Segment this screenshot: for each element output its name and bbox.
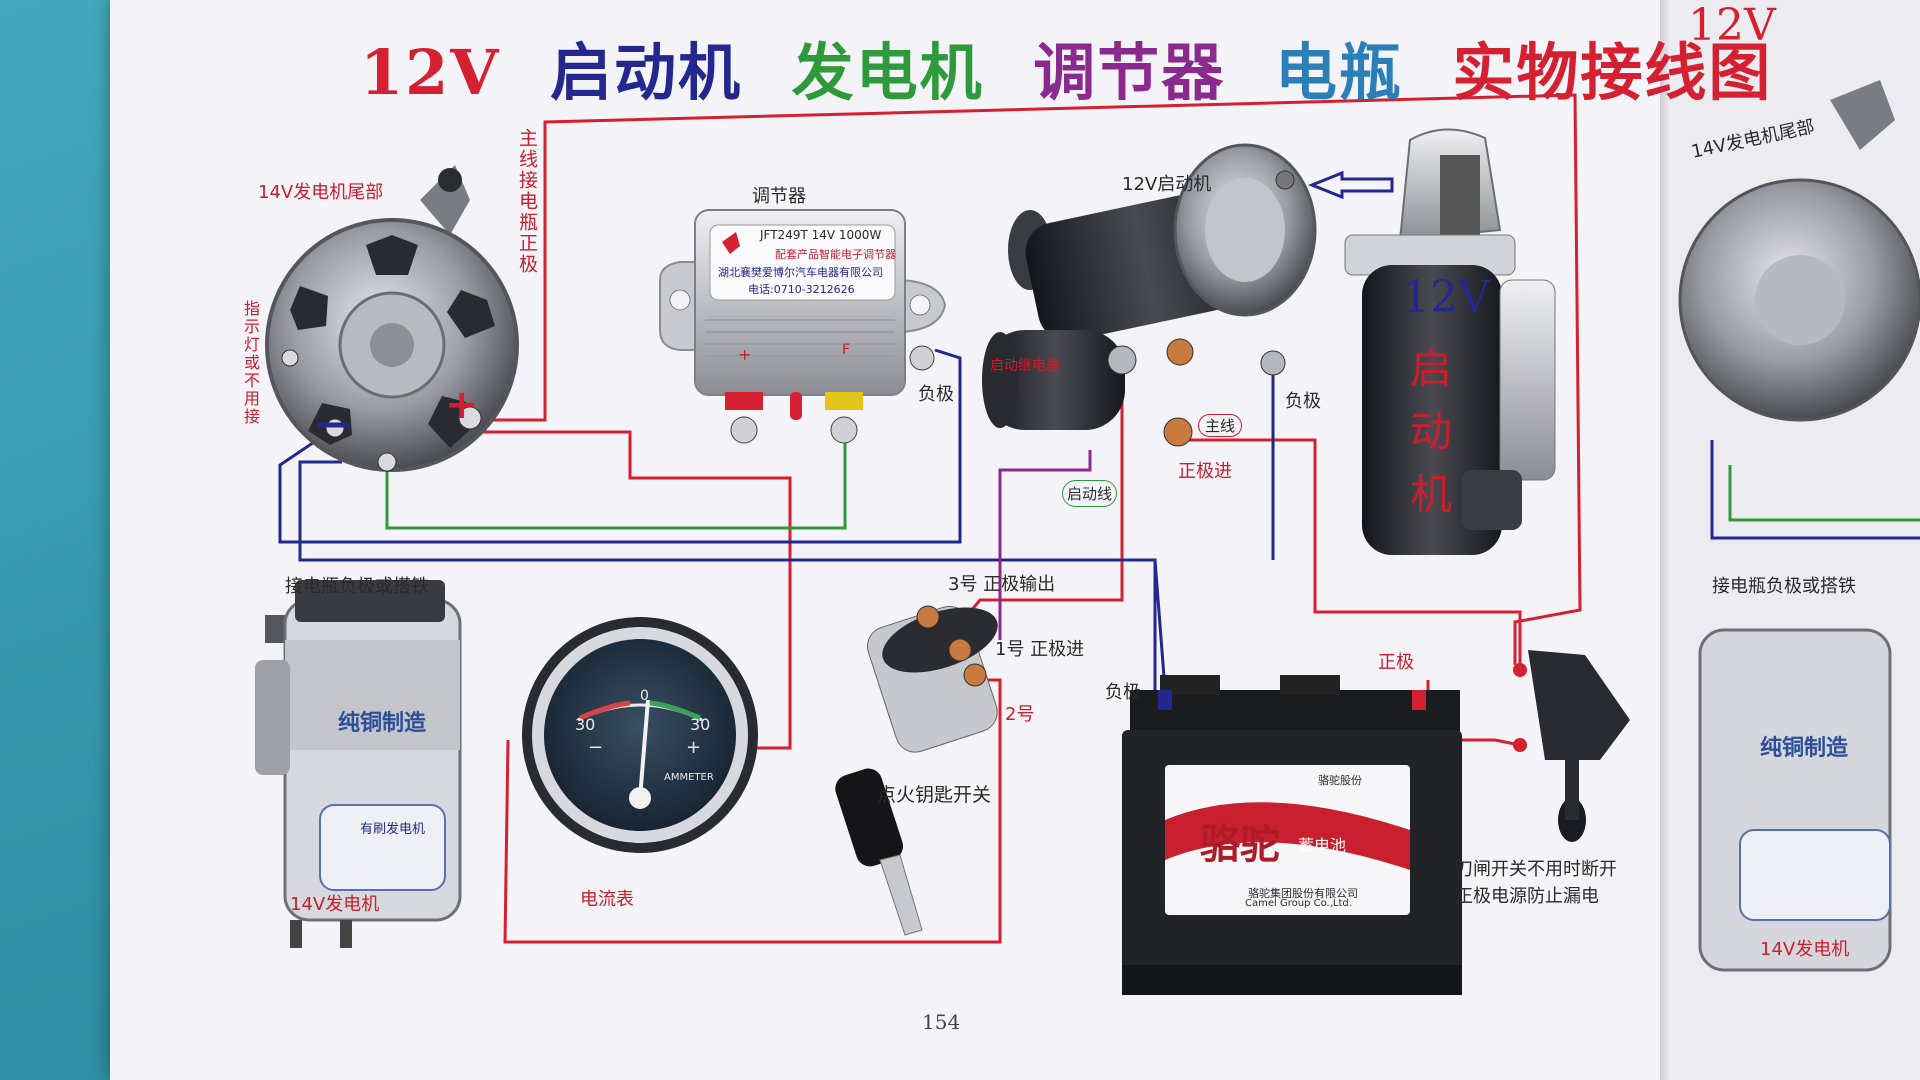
battery-negative-label: 负极 xyxy=(1105,682,1141,703)
ignition-switch xyxy=(835,605,998,936)
battery-positive-label: 正极 xyxy=(1378,652,1414,673)
regulator-plus-terminal: + xyxy=(738,345,752,364)
ammeter-zero: 0 xyxy=(640,688,649,704)
starter-12v-label: 12V启动机 xyxy=(1122,174,1212,195)
battery-top-brand: 骆驼股份 xyxy=(1318,774,1362,787)
right-copper-label: 纯铜制造 xyxy=(1760,736,1849,761)
title-battery: 电瓶 xyxy=(1274,36,1403,109)
ammeter-left-scale: 30 xyxy=(575,715,596,734)
alternator-14v-label: 14V发电机 xyxy=(290,894,380,915)
big-starter-12v: 12V xyxy=(1402,272,1490,323)
big-starter-char3: 机 xyxy=(1410,470,1453,519)
starter-negative-label: 负极 xyxy=(1285,391,1321,412)
right-page-illustrations xyxy=(1678,80,1920,972)
battery-brand: 骆驼 xyxy=(1200,822,1280,868)
green-wires xyxy=(385,440,847,530)
start-wire-label: 启动线 xyxy=(1062,480,1118,507)
right-page-title: 12V xyxy=(1688,0,1776,51)
solenoid-label: 启动继电器 xyxy=(990,358,1060,374)
output-3-label: 3号 正极输出 xyxy=(948,574,1056,595)
indicator-label: 指示灯或不用接 xyxy=(241,300,260,426)
alternator-body xyxy=(255,580,462,948)
regulator-phone: 电话:0710-3212626 xyxy=(748,283,855,296)
battery-company-en: Camel Group Co.,Ltd. xyxy=(1245,898,1352,909)
no-2-label: 2号 xyxy=(1005,704,1035,725)
battery xyxy=(1122,675,1462,995)
switch-note-line1: 刀闸开关不用时断开 xyxy=(1455,859,1617,880)
battery-ground-label: 接电瓶负极或搭铁 xyxy=(285,576,429,597)
switch-note-line2: 正极电源防止漏电 xyxy=(1455,886,1599,907)
page-number: 154 xyxy=(922,1010,961,1034)
title-regulator: 调节器 xyxy=(1033,36,1226,109)
regulator-company: 湖北襄樊爱博尔汽车电器有限公司 xyxy=(718,266,883,279)
title-alternator: 发电机 xyxy=(791,36,984,109)
alternator-tail-label: 14V发电机尾部 xyxy=(258,182,384,203)
big-starter-motor xyxy=(1344,128,1556,555)
brushed-alternator-label: 有刷发电机 xyxy=(360,822,426,837)
ammeter-plus: + xyxy=(686,737,702,758)
main-wire-label: 主线 xyxy=(1198,414,1243,437)
battery-brand-sub: 蓄电池 xyxy=(1298,836,1347,855)
regulator-label: 调节器 xyxy=(752,186,806,207)
knife-switch xyxy=(1513,650,1630,842)
ignition-switch-label: 点火钥匙开关 xyxy=(877,784,992,806)
main-line-label: 主线接电瓶正极 xyxy=(516,128,538,275)
big-starter-char1: 启 xyxy=(1410,344,1453,393)
title-wiring: 实物接线图 xyxy=(1452,36,1773,109)
regulator-negative-label: 负极 xyxy=(918,384,954,405)
starter-motor xyxy=(982,143,1394,447)
svg-text:+: + xyxy=(445,382,479,428)
battery-company: 骆驼集团股份有限公司 xyxy=(1248,887,1358,900)
purple-wires xyxy=(998,450,1092,640)
regulator-unit xyxy=(659,209,947,444)
regulator-desc: 配套产品智能电子调节器 xyxy=(775,248,896,261)
ammeter-word: AMMETER xyxy=(664,772,714,783)
ammeter-gauge xyxy=(522,617,758,853)
ammeter-right-scale: 30 xyxy=(690,715,711,734)
big-starter-char2: 动 xyxy=(1410,407,1453,456)
alternator-rear: + xyxy=(265,165,519,472)
right-ground-label: 接电瓶负极或搭铁 xyxy=(1712,576,1856,597)
pure-copper-label: 纯铜制造 xyxy=(338,711,427,736)
page-title: 12V 启动机 发电机 调节器 电瓶 实物接线图 xyxy=(360,22,1798,112)
ammeter-label: 电流表 xyxy=(580,889,634,910)
regulator-model: JFT249T 14V 1000W xyxy=(760,228,882,242)
blue-wires xyxy=(278,348,1275,691)
input-1-label: 1号 正极进 xyxy=(995,639,1085,660)
positive-in-label: 正极进 xyxy=(1178,461,1232,482)
right-alternator-label: 14V发电机 xyxy=(1760,939,1850,960)
regulator-f-terminal: F xyxy=(842,342,851,358)
ammeter-minus: − xyxy=(588,737,604,758)
title-starter: 启动机 xyxy=(549,36,742,109)
title-12v: 12V xyxy=(360,36,501,109)
